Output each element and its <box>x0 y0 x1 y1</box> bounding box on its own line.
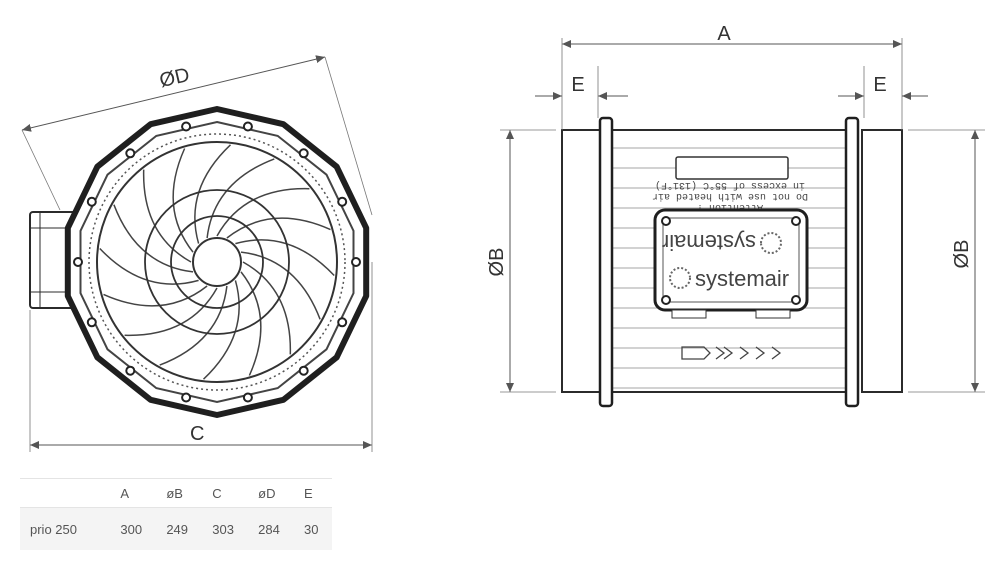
spigot-right <box>861 129 903 393</box>
table-header-cell: C <box>206 478 253 508</box>
hub-center <box>192 237 242 287</box>
bolt-icon <box>86 317 97 328</box>
dim-b-right-label: ØB <box>951 240 973 269</box>
housing-inner <box>79 120 355 404</box>
table-header-cell: øB <box>160 478 207 508</box>
dimension-value-cell: 284 <box>252 507 299 550</box>
model-name-cell: prio 250 <box>20 507 115 550</box>
bolt-icon <box>242 121 253 132</box>
bolt-icon <box>337 196 348 207</box>
dim-c-label: C <box>190 423 204 445</box>
bolt-icon <box>181 392 192 403</box>
table-header-cell <box>20 478 115 508</box>
warning-label: Attention ! Do not use with heated air i… <box>652 179 808 213</box>
dim-e-right-label: E <box>873 74 886 96</box>
bolt-icon <box>298 365 309 376</box>
bolt-icon <box>351 257 361 267</box>
sun-logo-icon <box>669 267 691 289</box>
brand-text: systemair <box>695 266 789 291</box>
screw-icon <box>661 295 671 305</box>
bolt-icon <box>86 196 97 207</box>
hub-middle <box>170 215 264 309</box>
screw-icon <box>791 295 801 305</box>
hub-outer <box>144 189 290 335</box>
screw-icon <box>791 216 801 226</box>
dimension-value-cell: 249 <box>160 507 207 550</box>
table-header-cell: E <box>298 478 332 508</box>
bolt-icon <box>337 317 348 328</box>
table-header-cell: A <box>114 478 161 508</box>
bolt-icon <box>73 257 83 267</box>
dimension-value-cell: 30 <box>298 507 332 550</box>
brand-text-inverted: systemair <box>662 230 756 255</box>
dimension-value-cell: 303 <box>206 507 253 550</box>
rim-ring <box>88 133 346 391</box>
bolt-icon <box>298 148 309 159</box>
flange-right <box>844 116 860 408</box>
bolt-icon <box>181 121 192 132</box>
terminal-box <box>653 208 809 312</box>
dim-a-label: A <box>717 23 731 45</box>
bolt-icon <box>125 365 136 376</box>
screw-icon <box>661 216 671 226</box>
dim-d-label: ØD <box>157 64 191 92</box>
airflow-arrows-icon <box>681 346 782 360</box>
label-slot <box>675 156 789 180</box>
flange-left <box>598 116 614 408</box>
bolt-icon <box>125 148 136 159</box>
warning-line-3: in excess of 55°C (131°F) <box>655 179 805 191</box>
bolt-icon <box>242 392 253 403</box>
brand-upside-down: systemair <box>662 230 782 255</box>
warning-line-2: Do not use with heated air <box>652 190 808 202</box>
dim-e-left-label: E <box>571 74 584 96</box>
table-header-cell: øD <box>252 478 299 508</box>
sun-logo-icon <box>760 232 782 254</box>
dimension-value-cell: 300 <box>114 507 161 550</box>
front-view: ØD C <box>21 55 373 452</box>
side-view: Attention ! Do not use with heated air i… <box>486 23 985 408</box>
dim-b-left-label: ØB <box>486 248 508 277</box>
spigot-left <box>561 129 603 393</box>
dim-d-line <box>21 55 326 132</box>
